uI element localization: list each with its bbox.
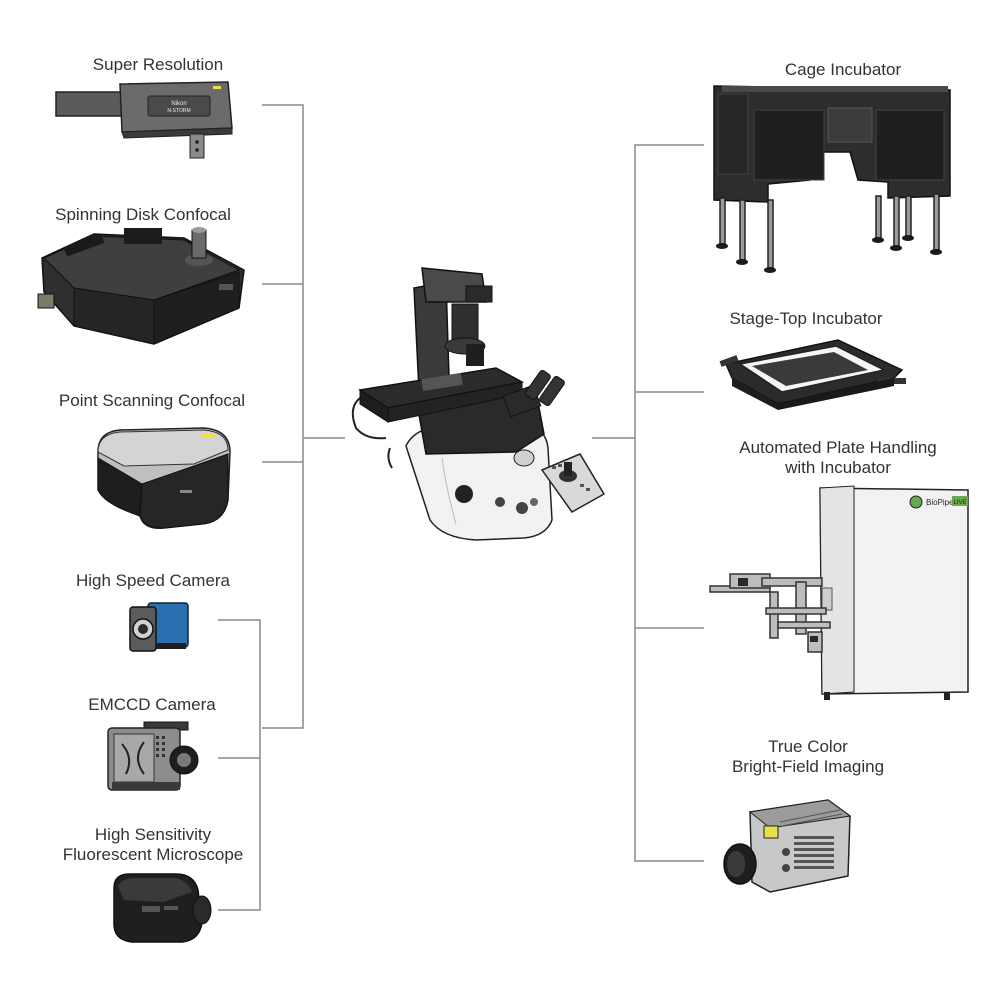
biopipeline-brand-text: BioPipeline	[926, 498, 967, 507]
connector-camera-bracket	[218, 619, 261, 911]
left-lower-bracket	[218, 619, 261, 911]
emccd-camera-icon	[107, 721, 199, 791]
super-resolution-module-icon: Nikon N-STORM	[55, 81, 233, 159]
label-stage-top-incubator: Stage-Top Incubator	[729, 309, 882, 329]
label-spinning-disk-text: Spinning Disk Confocal	[55, 205, 231, 224]
label-high-speed-camera: High Speed Camera	[76, 571, 230, 591]
right-bracket	[592, 144, 704, 862]
label-high-sensitivity: High Sensitivity Fluorescent Microscope	[63, 825, 243, 865]
label-true-color: True Color Bright-Field Imaging	[732, 737, 884, 777]
spinning-disk-confocal-icon	[37, 227, 245, 345]
label-cage-incubator: Cage Incubator	[785, 60, 901, 80]
label-point-scanning: Point Scanning Confocal	[59, 391, 245, 411]
label-emccd-camera: EMCCD Camera	[88, 695, 216, 715]
label-emccd-camera-text: EMCCD Camera	[88, 695, 216, 714]
connector-super-resolution	[262, 104, 304, 729]
nstorm-brand-text: Nikon	[171, 101, 186, 107]
label-cage-incubator-text: Cage Incubator	[784, 60, 902, 79]
cage-incubator-icon	[713, 85, 951, 273]
connector-cage-incubator	[634, 144, 704, 862]
label-super-resolution: Super Resolution	[93, 55, 223, 75]
left-upper-bracket	[262, 104, 345, 729]
label-true-color-line1: True Color	[768, 737, 848, 756]
brightfield-camera-icon	[723, 799, 852, 893]
biopipeline-badge-text: LIVE	[953, 500, 966, 506]
label-stage-top-incubator-text: Stage-Top Incubator	[729, 309, 883, 328]
point-scanning-confocal-icon	[97, 427, 231, 529]
label-plate-handling-line2: with Incubator	[785, 458, 891, 477]
label-high-sensitivity-line2: Fluorescent Microscope	[62, 845, 244, 864]
fluorescent-camera-icon	[113, 873, 212, 943]
label-true-color-line2: Bright-Field Imaging	[731, 757, 885, 776]
nstorm-model-text: N-STORM	[167, 108, 190, 114]
label-super-resolution-text: Super Resolution	[92, 55, 224, 74]
plate-handler-icon: BioPipeline LIVE	[709, 485, 969, 700]
stage-top-incubator-icon	[719, 339, 906, 410]
label-high-sensitivity-line1: High Sensitivity	[94, 825, 212, 844]
label-plate-handling: Automated Plate Handling with Incubator	[739, 438, 937, 478]
label-spinning-disk: Spinning Disk Confocal	[55, 205, 231, 225]
label-high-speed-camera-text: High Speed Camera	[75, 571, 231, 590]
label-plate-handling-line1: Automated Plate Handling	[739, 438, 937, 457]
label-point-scanning-text: Point Scanning Confocal	[58, 391, 246, 410]
high-speed-camera-icon	[129, 602, 189, 652]
inverted-microscope-icon	[351, 267, 606, 541]
